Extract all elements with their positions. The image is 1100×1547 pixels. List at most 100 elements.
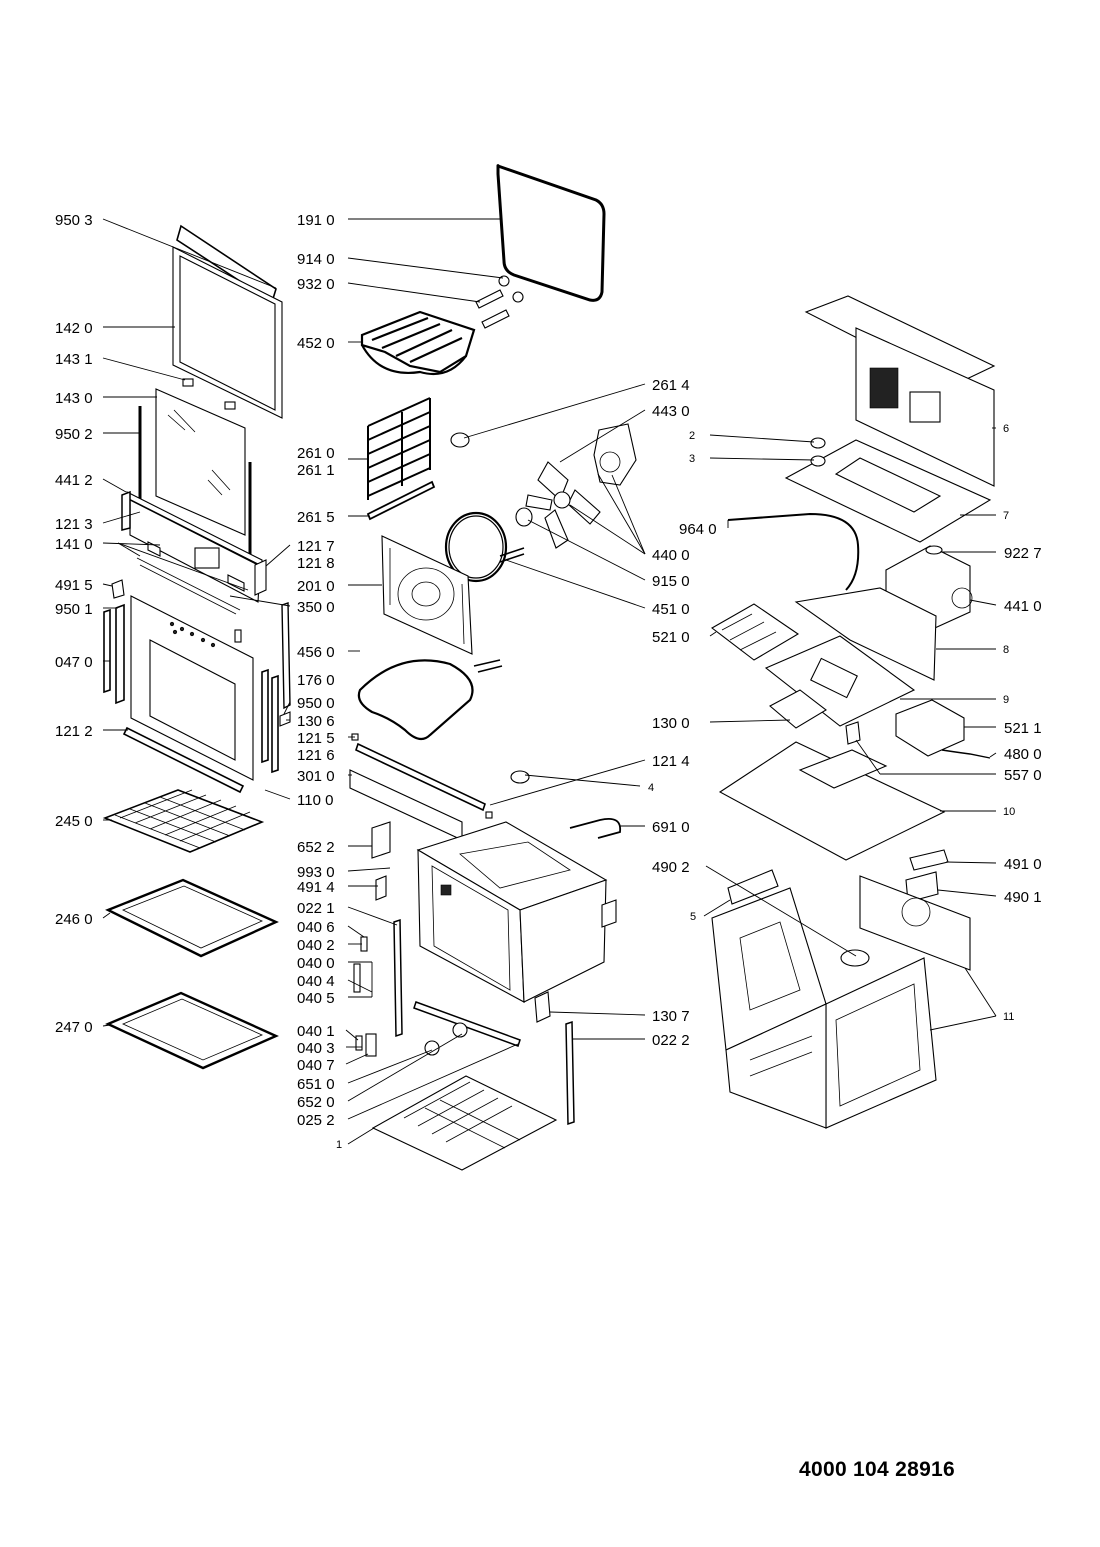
label-3: 3 [689,453,695,465]
label-130-7: 130 7 [652,1008,690,1025]
label-121-5: 121 5 [297,730,335,747]
label-915-0: 915 0 [652,573,690,590]
label-950-2: 950 2 [55,426,93,443]
label-480-0: 480 0 [1004,746,1042,763]
label-121-2: 121 2 [55,723,93,740]
wire-shelf [102,789,265,853]
door-hinge-small [111,579,125,599]
oven-door-frame [103,595,291,781]
label-047-0: 047 0 [55,654,93,671]
label-142-0: 142 0 [55,320,93,337]
label-130-0: 130 0 [652,715,690,732]
label-521-0: 521 0 [652,629,690,646]
label-914-0: 914 0 [297,251,335,268]
label-5: 5 [690,911,696,923]
label-491-4: 491 4 [297,879,335,896]
door-gasket [496,164,606,302]
label-521-1: 521 1 [1004,720,1042,737]
label-301-0: 301 0 [297,768,335,785]
label-261-0: 261 0 [297,445,335,462]
label-441-2: 441 2 [55,472,93,489]
label-652-0: 652 0 [297,1094,335,1111]
connection-parts [727,849,971,971]
label-1: 1 [336,1139,342,1151]
label-040-7: 040 7 [297,1057,335,1074]
label-040-0: 040 0 [297,955,335,972]
label-440-0: 440 0 [652,547,690,564]
label-141-0: 141 0 [55,536,93,553]
cavity-bottom-panel [371,918,575,1171]
label-247-0: 247 0 [55,1019,93,1036]
label-950-3: 950 3 [55,212,93,229]
convection-fan-assembly [450,423,637,549]
document-number: 4000 104 28916 [799,1458,956,1481]
label-9: 9 [1003,694,1009,706]
label-6: 6 [1003,423,1009,435]
drip-pan [105,991,279,1070]
label-350-0: 350 0 [297,599,335,616]
side-racks [366,397,436,521]
label-261-1: 261 1 [297,462,335,479]
circular-heating-element [444,511,525,583]
label-490-1: 490 1 [1004,889,1042,906]
label-950-1: 950 1 [55,601,93,618]
label-490-2: 490 2 [652,859,690,876]
label-993-0: 993 0 [297,864,335,881]
top-cover-panel [784,295,996,543]
label-261-4: 261 4 [652,377,690,394]
label-040-1: 040 1 [297,1023,335,1040]
label-176-0: 176 0 [297,672,335,689]
control-electronics [711,603,991,759]
leader-lines [102,218,997,1145]
cavity-side-strip [349,733,493,841]
label-7: 7 [1003,510,1009,522]
label-040-3: 040 3 [297,1040,335,1057]
small-components [353,817,622,1057]
label-491-5: 491 5 [55,577,93,594]
label-110-0: 110 0 [297,792,333,809]
label-491-0: 491 0 [1004,856,1042,873]
label-557-0: 557 0 [1004,767,1042,784]
baking-tray [105,878,279,958]
label-456-0: 456 0 [297,644,335,661]
label-022-2: 022 2 [652,1032,690,1049]
label-441-0: 441 0 [1004,598,1042,615]
label-11: 11 [1003,1011,1014,1023]
label-651-0: 651 0 [297,1076,335,1093]
oven-cavity [416,770,617,1003]
top-insulation-plate [718,741,946,861]
door-inner-glass [138,388,252,566]
label-143-1: 143 1 [55,351,93,368]
label-121-4: 121 4 [652,753,690,770]
label-245-0: 245 0 [55,813,93,830]
label-4: 4 [648,782,654,794]
label-691-0: 691 0 [652,819,690,836]
label-932-0: 932 0 [297,276,335,293]
label-121-8: 121 8 [297,555,335,572]
label-950-0: 950 0 [297,695,335,712]
label-2: 2 [689,430,695,442]
label-8: 8 [1003,644,1009,656]
label-443-0: 443 0 [652,403,690,420]
fastener-nuts [475,275,524,329]
label-922-7: 922 7 [1004,545,1042,562]
door-bottom-strip [122,726,245,794]
label-452-0: 452 0 [297,335,335,352]
label-246-0: 246 0 [55,911,93,928]
label-040-2: 040 2 [297,937,335,954]
label-040-4: 040 4 [297,973,335,990]
lower-heating-element [357,659,503,741]
label-121-6: 121 6 [297,747,335,764]
air-duct-panels [764,587,937,727]
label-130-6: 130 6 [297,713,335,730]
label-652-2: 652 2 [297,839,335,856]
label-040-6: 040 6 [297,919,335,936]
label-121-7: 121 7 [297,538,335,555]
label-964-0: 964 0 [679,521,717,538]
fan-cover-panel [381,535,473,655]
door-outer-glass [172,224,283,419]
part-labels: 950 3 142 0 143 1 143 0 950 2 441 2 121 … [55,212,1042,1151]
label-261-5: 261 5 [297,509,335,526]
outer-casing [711,887,937,1129]
